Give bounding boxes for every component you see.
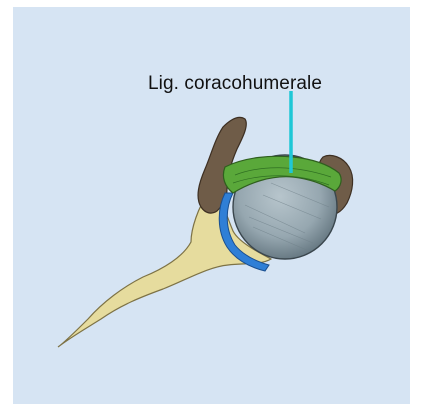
shoulder-anatomy-illustration bbox=[13, 7, 410, 404]
ligament-label: Lig. coracohumerale bbox=[148, 73, 322, 95]
illustration-panel: Lig. coracohumerale bbox=[13, 7, 410, 404]
